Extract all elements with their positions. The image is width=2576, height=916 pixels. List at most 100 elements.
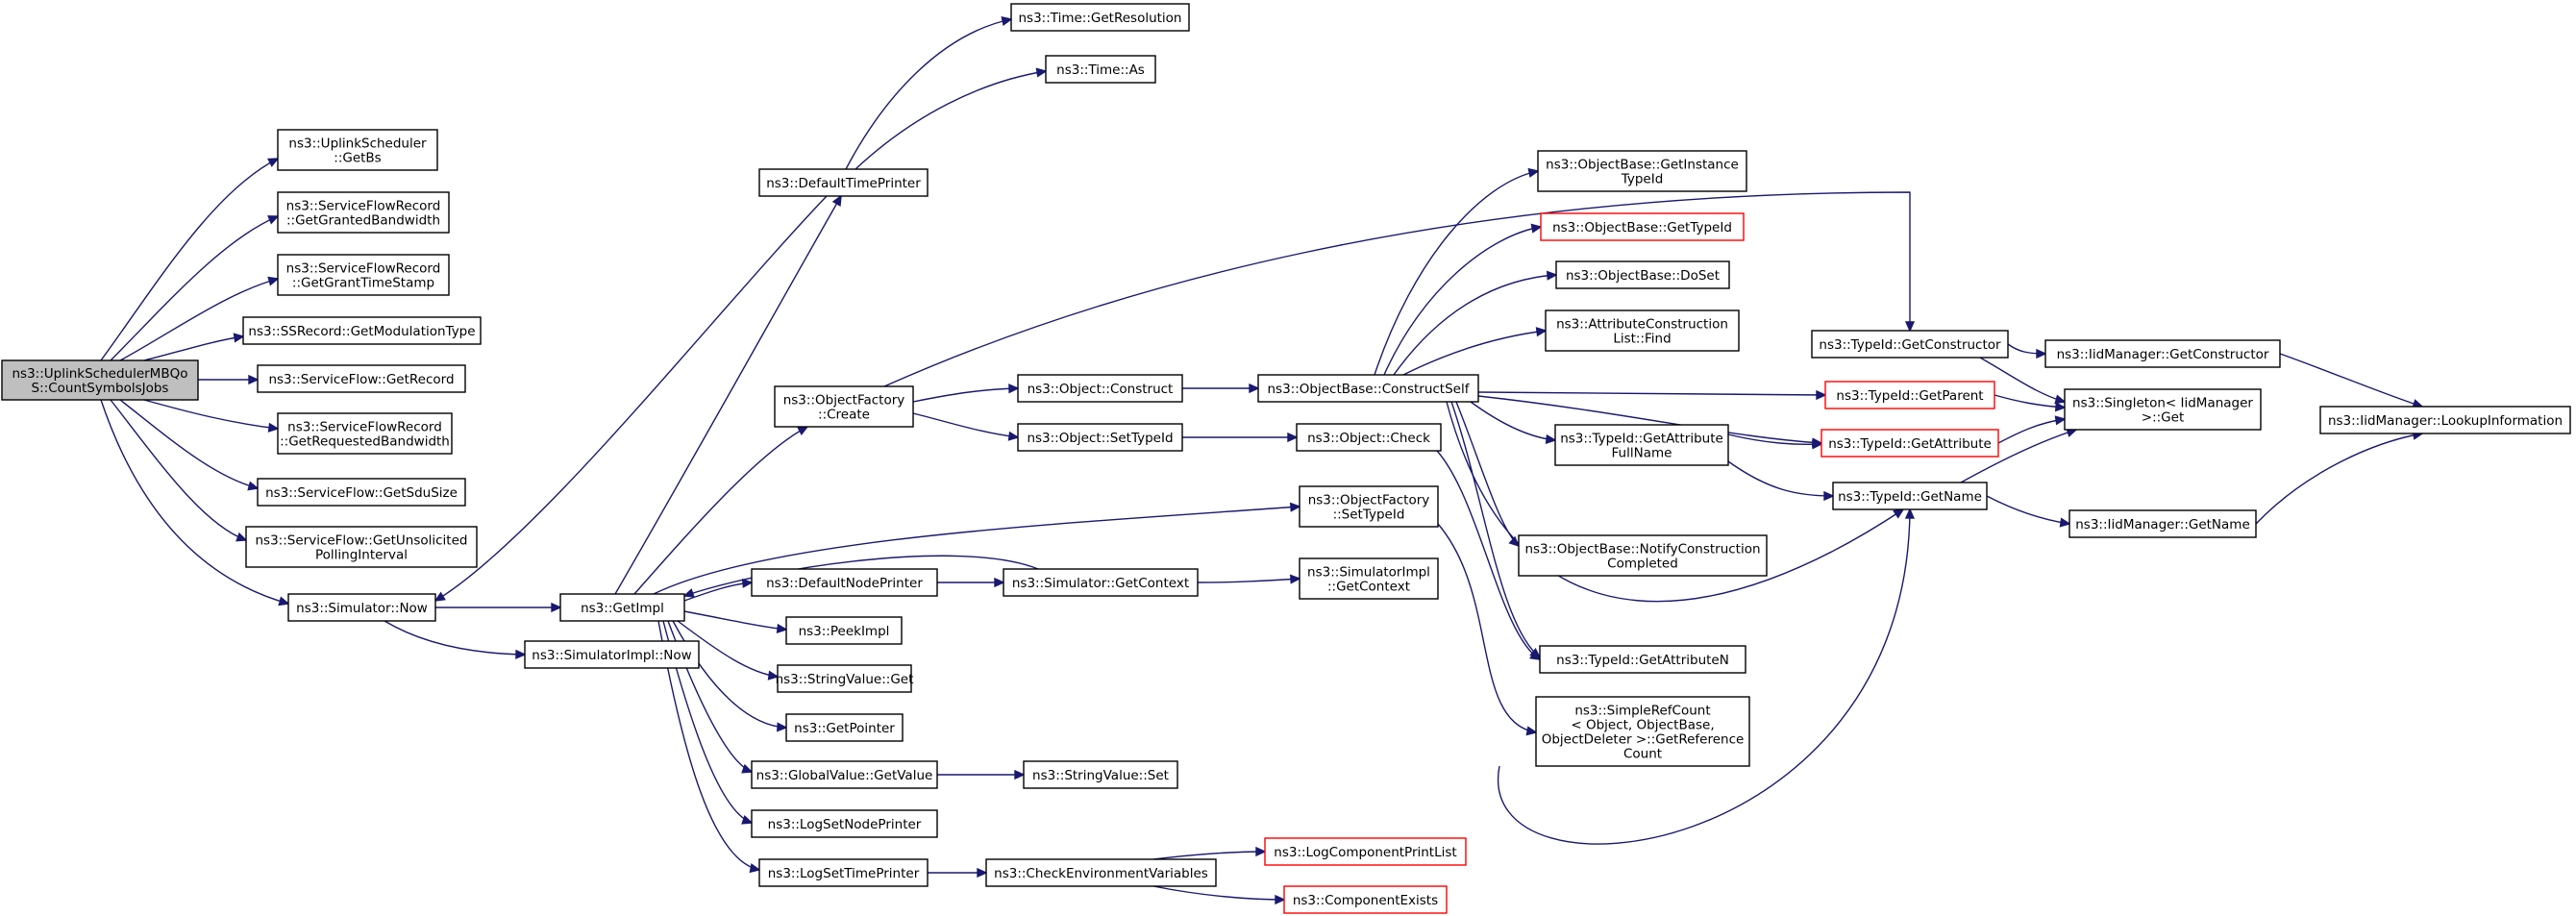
edge-arrowhead [994,577,1005,588]
node-getconstructor[interactable]: ns3::TypeId::GetConstructor [1811,330,2009,359]
node-label: ns3::LogSetTimePrinter [768,866,920,881]
node-getattribute[interactable]: ns3::TypeId::GetAttribute [1821,429,1999,458]
node-getresolution[interactable]: ns3::Time::GetResolution [1010,3,1190,32]
node-label: < Object, ObjectBase, [1571,718,1714,733]
edge-root-to-getrecord [198,374,260,385]
node-constructself[interactable]: ns3::ObjectBase::ConstructSelf [1257,374,1479,403]
node-box [2044,339,2281,368]
node-typeidgetname[interactable]: ns3::TypeId::GetName [1832,482,1988,510]
node-notifyconstr[interactable]: ns3::ObjectBase::NotifyConstructionCompl… [1518,534,1768,577]
edge-getparent-to-singletonget [1994,394,2067,412]
node-obdoset[interactable]: ns3::ObjectBase::DoSet [1555,260,1730,289]
node-box [1023,760,1178,789]
edge-arrowhead [1535,327,1548,337]
node-singletonget[interactable]: ns3::Singleton< IidManager >::Get [2064,388,2262,431]
node-objfactcreate[interactable]: ns3::ObjectFactory::Create [774,385,914,428]
edge-arrowhead [1249,383,1260,394]
node-getimpl[interactable]: ns3::GetImpl [559,593,685,622]
node-lookupinfo[interactable]: ns3::IidManager::LookupInformation [2319,406,2571,434]
node-box [277,129,438,171]
node-logsettime[interactable]: ns3::LogSetTimePrinter [758,858,929,887]
node-box [1537,150,1747,192]
node-reqbw[interactable]: ns3::ServiceFlowRecord::GetRequestedBand… [277,412,453,455]
edge-arrowhead [1893,508,1905,519]
edge-arrowhead [1007,431,1020,441]
node-box [1017,374,1183,403]
edge-simnow-to-deftimeprinter [433,195,828,602]
node-modtype[interactable]: ns3::SSRecord::GetModulationType [242,316,482,345]
node-getparent[interactable]: ns3::TypeId::GetParent [1824,381,1995,409]
edge-line [912,387,1019,403]
node-objcheck[interactable]: ns3::Object::Check [1296,423,1442,452]
edge-arrowhead [1001,16,1013,26]
node-simimplgetcontext[interactable]: ns3::SimulatorImpl::GetContext [1299,557,1439,600]
node-strvalget[interactable]: ns3::StringValue::Get [776,664,914,693]
edge-objconstruct-to-constructself [1182,383,1260,394]
node-label: ns3::StringValue::Get [776,672,914,687]
node-logsetnode[interactable]: ns3::LogSetNodePrinter [751,809,938,838]
edge-line [683,555,1039,597]
node-box [985,858,1217,887]
edge-arrowhead [235,532,248,542]
edge-line [653,506,1300,595]
node-objfactsettypeid[interactable]: ns3::ObjectFactory::SetTypeId [1299,485,1439,528]
node-peekimpl[interactable]: ns3::PeekImpl [785,616,903,645]
edge-line [1402,330,1547,376]
node-timeas[interactable]: ns3::Time::As [1045,55,1156,84]
edge-simnow-to-simimplnow [384,620,527,659]
edge-arrowhead [278,596,290,607]
node-box [751,809,938,838]
node-unsolicited[interactable]: ns3::ServiceFlow::GetUnsolicitedPollingI… [245,526,478,568]
edge-line [614,195,842,595]
node-label: TypeId [1621,172,1664,187]
node-box [277,412,453,455]
node-simgetcontext[interactable]: ns3::Simulator::GetContext [1003,568,1199,597]
edge-arrowhead [831,194,842,207]
node-obgettypeid[interactable]: ns3::ObjectBase::GetTypeId [1540,212,1745,241]
node-label: ns3::ObjectFactory [1308,493,1430,508]
node-objconstruct[interactable]: ns3::Object::Construct [1017,374,1183,403]
node-sdusize[interactable]: ns3::ServiceFlow::GetSduSize [257,478,466,507]
node-deftimeprinter[interactable]: ns3::DefaultTimePrinter [758,168,929,197]
node-logcompprint[interactable]: ns3::LogComponentPrintList [1264,837,1467,866]
node-iidgetname[interactable]: ns3::IidManager::GetName [2068,509,2257,538]
node-simplerefcount[interactable]: ns3::SimpleRefCount< Object, ObjectBase,… [1535,696,1750,767]
edge-arrowhead [1289,502,1301,512]
node-simimplnow[interactable]: ns3::SimulatorImpl::Now [524,640,700,669]
node-box [1821,429,1999,458]
edge-arrowhead [1816,389,1827,401]
node-grantedbw[interactable]: ns3::ServiceFlowRecord::GetGrantedBandwi… [277,191,450,234]
call-graph-nodes: ns3::UplinkSchedulerMBQoS::CountSymbolsJ… [1,3,2571,914]
node-label: ns3::GlobalValue::GetValue [756,768,933,783]
node-root[interactable]: ns3::UplinkSchedulerMBQoS::CountSymbolsJ… [1,359,199,401]
node-granttime[interactable]: ns3::ServiceFlowRecord::GetGrantTimeStam… [277,254,450,296]
node-globalgetvalue[interactable]: ns3::GlobalValue::GetValue [751,760,938,789]
node-label: ns3::CheckEnvironmentVariables [994,866,1208,881]
node-box [758,168,929,197]
node-checkenv[interactable]: ns3::CheckEnvironmentVariables [985,858,1217,887]
node-iidgetconstructor[interactable]: ns3::IidManager::GetConstructor [2044,339,2281,368]
node-label: ns3::Time::GetResolution [1018,11,1181,26]
node-simnow[interactable]: ns3::Simulator::Now [287,593,436,622]
edge-arrowhead [2054,402,2067,412]
node-getpointer[interactable]: ns3::GetPointer [785,713,904,742]
edge-arrowhead [433,591,446,602]
node-box [1535,696,1750,767]
node-objsettypeid[interactable]: ns3::Object::SetTypeId [1017,423,1183,452]
node-label: ns3::ServiceFlow::GetRecord [268,372,454,387]
edge-getimpl-to-peekimpl [683,610,788,634]
node-getrecord[interactable]: ns3::ServiceFlow::GetRecord [257,364,466,393]
node-box [287,593,436,622]
node-compexists[interactable]: ns3::ComponentExists [1283,885,1448,914]
node-defnodeprinter[interactable]: ns3::DefaultNodePrinter [751,568,938,597]
edge-getimpl-to-deftimeprinter [614,194,842,595]
edge-arrowhead [551,602,562,613]
node-label: ns3::TypeId::GetAttributeN [1556,653,1729,668]
node-box [524,640,700,669]
node-getattributen[interactable]: ns3::TypeId::GetAttributeN [1539,645,1746,674]
node-strvalset[interactable]: ns3::StringValue::Set [1023,760,1178,789]
node-getbs[interactable]: ns3::UplinkScheduler::GetBs [277,129,438,171]
